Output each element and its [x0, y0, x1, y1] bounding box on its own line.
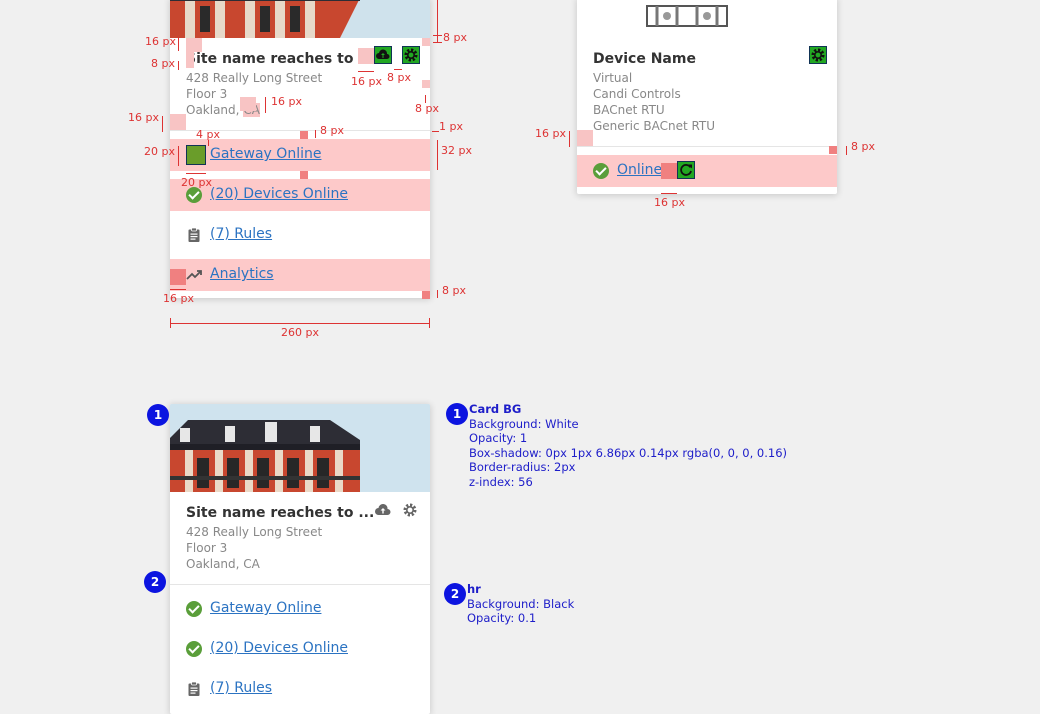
measure-label: 260 px [281, 326, 319, 339]
site-title: Site name reaches to ... [186, 505, 375, 521]
site-address-line3: Oakland, CA [186, 557, 260, 571]
annotation-badge: 1 [446, 403, 468, 425]
measure-label: 16 px [351, 75, 382, 88]
divider [170, 584, 430, 585]
measure-label: 16 px [145, 35, 176, 48]
cloud-upload-icon[interactable] [374, 502, 392, 518]
measure-label: 16 px [271, 95, 302, 108]
trending-up-icon [186, 267, 202, 283]
annotation-line: Background: Black [467, 596, 575, 611]
device-detail-1: Virtual [593, 71, 633, 85]
row-devices[interactable]: (20) Devices Online [170, 633, 430, 665]
site-address-line2: Floor 3 [186, 87, 228, 101]
building-image [170, 0, 430, 38]
measure-label: 1 px [439, 120, 463, 133]
annotation-line: Background: White [469, 416, 579, 431]
measure-label: 4 px [196, 128, 220, 141]
gear-icon[interactable] [809, 46, 827, 64]
gear-icon[interactable] [402, 46, 420, 64]
building-image [170, 404, 430, 492]
devices-online-link[interactable]: (20) Devices Online [210, 640, 348, 656]
check-circle-icon [186, 145, 206, 165]
divider [577, 146, 837, 147]
measure-label: 8 px [415, 102, 439, 115]
measure-label: 16 px [163, 292, 194, 305]
row-gateway[interactable]: Gateway Online [170, 131, 430, 179]
site-address-line1: 428 Really Long Street [186, 71, 323, 85]
device-detail-4: Generic BACnet RTU [593, 119, 716, 133]
row-gateway[interactable]: Gateway Online [170, 593, 430, 625]
gateway-online-link[interactable]: Gateway Online [210, 146, 322, 162]
annotation-badge: 2 [444, 583, 466, 605]
device-card: Device Name Virtual Candi Controls BACne… [577, 0, 837, 194]
site-title: Site name reaches to ... [186, 51, 375, 67]
divider [170, 130, 430, 131]
annotation-title: hr [467, 582, 481, 596]
site-card-annotated: Site name reaches to ... 428 Really Long… [170, 0, 430, 298]
measure-label: 20 px [144, 145, 175, 158]
check-circle-icon [593, 163, 609, 179]
device-title: Device Name [593, 51, 696, 67]
site-address-city: Oakland, [186, 103, 240, 117]
check-circle-icon [186, 641, 202, 657]
measure-label: 8 px [151, 57, 175, 70]
site-address-line2: Floor 3 [186, 541, 228, 555]
row-online[interactable]: Online [577, 155, 837, 187]
annotation-badge: 2 [144, 571, 166, 593]
annotation-line: z-index: 56 [469, 474, 533, 489]
annotation-title: Card BG [469, 402, 522, 416]
annotation-line: Opacity: 0.1 [467, 611, 537, 625]
annotation-badge: 1 [147, 404, 169, 426]
annotation-card-bg: Card BG Background: White Opacity: 1 Box… [469, 402, 787, 489]
annotation-line: Opacity: 1 [469, 431, 528, 445]
row-rules[interactable]: (7) Rules [170, 219, 430, 251]
cloud-upload-icon[interactable] [374, 46, 392, 64]
measure-label: 16 px [654, 196, 685, 209]
device-detail-3: BACnet RTU [593, 103, 665, 117]
measure-label: 8 px [387, 71, 411, 84]
row-analytics[interactable]: Analytics [170, 259, 430, 291]
check-circle-icon [186, 601, 202, 617]
site-card-clean: Site name reaches to ... 428 Really Long… [170, 404, 430, 714]
annotation-hr: hr Background: Black Opacity: 0.1 [467, 582, 574, 626]
rules-link[interactable]: (7) Rules [210, 680, 273, 696]
gear-icon[interactable] [402, 502, 418, 518]
rules-link[interactable]: (7) Rules [210, 226, 273, 242]
measure-label: 16 px [128, 111, 159, 124]
analytics-link[interactable]: Analytics [210, 266, 274, 282]
devices-online-link[interactable]: (20) Devices Online [210, 186, 348, 202]
online-link[interactable]: Online [617, 162, 663, 178]
measure-label: 20 px [181, 176, 212, 189]
refresh-icon[interactable] [677, 161, 695, 179]
clipboard-icon [186, 227, 202, 243]
annotation-line: Box-shadow: 0px 1px 6.86px 0.14px rgba(0… [469, 445, 788, 460]
measure-label: 8 px [320, 124, 344, 137]
device-image [646, 5, 728, 27]
clipboard-icon [186, 681, 202, 697]
measure-label: 8 px [442, 284, 466, 297]
measure-label: 8 px [443, 31, 467, 44]
measure-label: 32 px [441, 144, 472, 157]
measure-label: 16 px [535, 127, 566, 140]
check-circle-icon [186, 187, 202, 203]
site-address-line1: 428 Really Long Street [186, 525, 323, 539]
gateway-online-link[interactable]: Gateway Online [210, 600, 322, 616]
measure-label: 8 px [851, 140, 875, 153]
device-detail-2: Candi Controls [593, 87, 681, 101]
row-devices[interactable]: (20) Devices Online [170, 179, 430, 211]
annotation-line: Border-radius: 2px [469, 460, 576, 474]
row-rules[interactable]: (7) Rules [170, 673, 430, 705]
